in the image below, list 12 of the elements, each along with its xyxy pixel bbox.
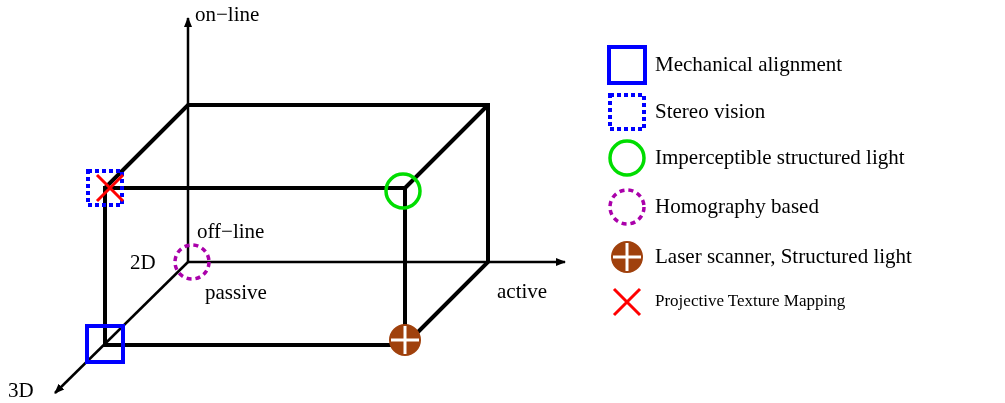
axis-label: active xyxy=(497,279,548,303)
legend-label: Laser scanner, Structured light xyxy=(655,244,912,268)
legend-label: Stereo vision xyxy=(655,99,766,123)
legend-label: Homography based xyxy=(655,194,819,218)
axis-label: 3D xyxy=(8,378,34,402)
legend-label: Imperceptible structured light xyxy=(655,145,905,169)
legend-label: Mechanical alignment xyxy=(655,52,843,76)
axis-label: passive xyxy=(205,280,267,304)
axis-label: 2D xyxy=(130,250,156,274)
legend-label: Projective Texture Mapping xyxy=(655,290,846,312)
axis-label: off−line xyxy=(197,219,265,243)
axis-label: on−line xyxy=(195,2,260,26)
